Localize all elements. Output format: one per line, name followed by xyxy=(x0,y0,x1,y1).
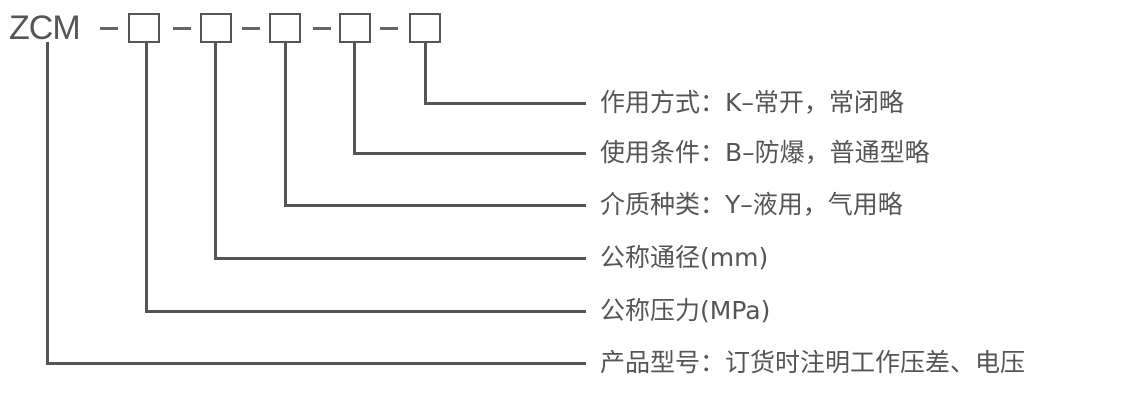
connector-slot-1-h xyxy=(145,310,586,313)
connector-prefix-h xyxy=(46,362,586,365)
connector-prefix xyxy=(46,42,49,364)
code-slot-1 xyxy=(128,13,160,43)
label-action-mode: 作用方式：K–常开，常闭略 xyxy=(600,88,904,117)
connector-slot-5-h xyxy=(424,102,586,105)
connector-slot-1 xyxy=(145,42,148,312)
connector-slot-4 xyxy=(353,42,356,154)
connector-slot-2-h xyxy=(214,257,586,260)
connector-slot-3 xyxy=(284,42,287,206)
label-nominal-diameter: 公称通径(mm) xyxy=(600,243,769,272)
code-slot-3 xyxy=(269,13,301,43)
connector-slot-2 xyxy=(214,42,217,259)
model-prefix: ZCM xyxy=(9,9,81,47)
code-slot-4 xyxy=(339,13,371,43)
separator-dash xyxy=(380,27,398,30)
label-medium-type: 介质种类：Y–液用，气用略 xyxy=(600,190,903,219)
connector-slot-4-h xyxy=(353,152,586,155)
connector-slot-5 xyxy=(424,42,427,104)
separator-dash xyxy=(313,27,331,30)
label-nominal-pressure: 公称压力(MPa) xyxy=(600,296,771,325)
separator-dash xyxy=(242,27,260,30)
code-slot-5 xyxy=(409,13,441,43)
separator-dash xyxy=(173,27,191,30)
connector-slot-3-h xyxy=(284,204,586,207)
code-slot-2 xyxy=(200,13,232,43)
separator-dash xyxy=(100,27,118,30)
label-use-condition: 使用条件：B–防爆，普通型略 xyxy=(600,138,930,167)
label-product-model: 产品型号：订货时注明工作压差、电压 xyxy=(600,348,1026,377)
